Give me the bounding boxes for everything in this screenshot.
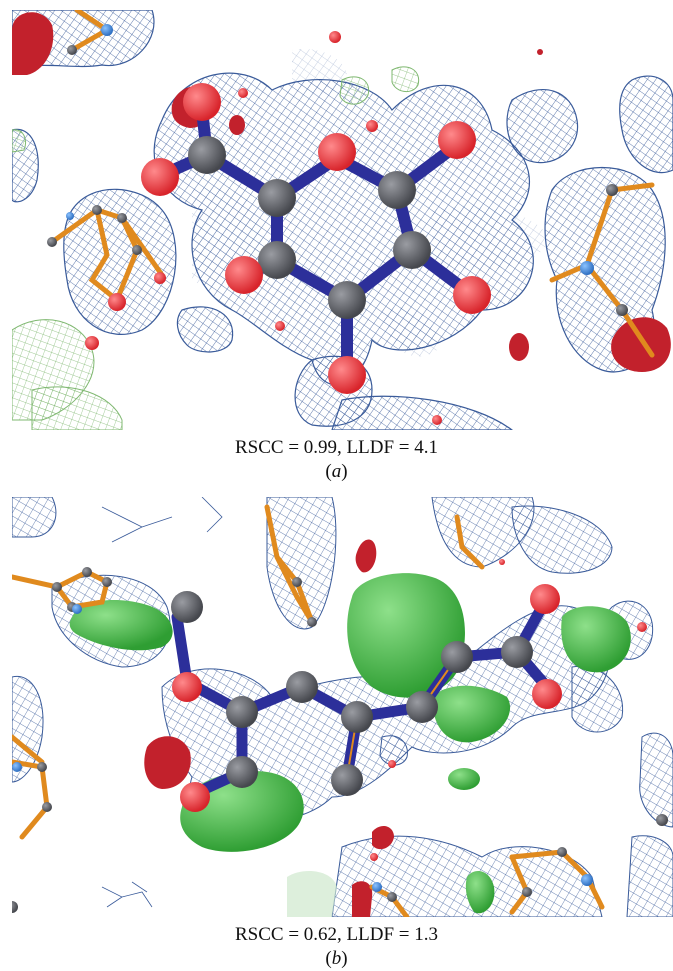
oxygen-atoms-b	[172, 559, 647, 861]
protein-sticks-b	[12, 504, 605, 917]
density-panel-a	[12, 10, 673, 430]
panel-b-statistics: RSCC = 0.62, LLDF = 1.3	[234, 924, 439, 945]
carbon-atoms-a	[47, 45, 628, 319]
panel-b-letter: b	[331, 948, 342, 969]
difference-density-negative-a	[12, 12, 671, 372]
panel-b-label: (b)	[325, 948, 348, 969]
panel-a-letter: a	[331, 461, 342, 482]
nitrogen-atoms-b	[12, 604, 593, 892]
oxygen-atoms-a	[85, 31, 491, 425]
electron-density-view-b	[12, 497, 673, 917]
panel-a-statistics: RSCC = 0.99, LLDF = 4.1	[234, 437, 439, 458]
electron-density-view-a	[12, 10, 673, 430]
difference-density-negative-b	[144, 539, 394, 917]
panel-a-label: (a)	[325, 461, 348, 482]
line-mesh-b	[101, 497, 223, 908]
nitrogen-atoms-a	[66, 24, 594, 275]
density-mesh-green-a	[12, 66, 420, 430]
density-mesh-faint-a	[192, 49, 552, 357]
density-mesh-a	[12, 10, 673, 430]
difference-density-faint-b	[287, 871, 337, 917]
carbon-atoms-b	[12, 567, 668, 913]
density-panel-b	[12, 497, 673, 917]
